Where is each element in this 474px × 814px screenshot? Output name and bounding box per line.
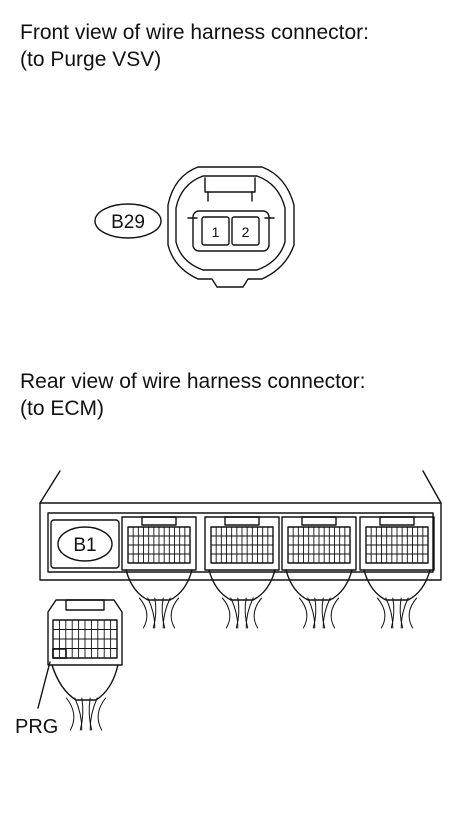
ecm-block-2 — [204, 516, 280, 629]
plug-harness — [51, 664, 119, 701]
ecm-block-wires — [221, 597, 263, 629]
ecm-block-1 — [121, 516, 197, 629]
ecm-block-harness — [285, 569, 353, 601]
front-view-title: Front view of wire harness connector: — [20, 21, 369, 44]
ecm-block-latch — [379, 516, 415, 526]
ecm-block-terminal-grid — [127, 526, 191, 564]
plug-housing — [47, 599, 123, 666]
connector-code-oval-b1 — [57, 526, 113, 562]
plug-terminal-grid — [52, 619, 118, 659]
rear-view-title: Rear view of wire harness connector: — [20, 370, 366, 393]
connector-inner-shell — [175, 175, 286, 271]
ecm-block-harness — [363, 569, 431, 601]
terminal-cavity — [192, 210, 270, 252]
connector-housing — [167, 166, 295, 288]
ecm-housing — [39, 470, 442, 581]
purge-vsv-connector: B29 1 2 — [94, 166, 295, 288]
ecm-block-terminal-grid — [365, 526, 429, 564]
plug-wires — [65, 697, 107, 731]
prg-leader-line — [37, 661, 51, 709]
ecm-inner-frame — [47, 512, 434, 573]
ecm-block-terminal-grid — [287, 526, 351, 564]
connector-code-box — [50, 519, 120, 569]
connector-code-b29: B29 — [111, 212, 145, 233]
detached-ecm-plug — [47, 599, 123, 731]
ecm-block-latch — [301, 516, 337, 526]
plug-latch — [65, 599, 105, 611]
pin-1-label: 1 — [212, 224, 220, 240]
ecm-block-wires — [138, 597, 180, 629]
front-view-subtitle: (to Purge VSV) — [20, 48, 162, 71]
ecm-block-4 — [359, 516, 435, 629]
rear-view-subtitle: (to ECM) — [20, 397, 104, 420]
pin-1-box — [201, 216, 230, 246]
ecm-block-3 — [281, 516, 357, 629]
ecm-block-harness — [208, 569, 276, 601]
terminal-label-prg: PRG — [15, 716, 58, 738]
pin-2-label: 2 — [242, 224, 250, 240]
ecm-block-wires — [376, 597, 418, 629]
ecm-block-wires — [298, 597, 340, 629]
ecm-block-harness — [125, 569, 193, 601]
connector-lock-tab — [204, 177, 256, 193]
connector-code-b1: B1 — [73, 535, 96, 556]
ecm-connector-blocks — [121, 516, 435, 629]
connector-code-oval — [94, 203, 162, 239]
ecm-block-latch — [141, 516, 177, 526]
prg-terminal — [52, 648, 67, 659]
ecm-connector-block: B1 PRG — [15, 470, 442, 738]
pin-2-box — [231, 216, 260, 246]
ecm-block-latch — [224, 516, 260, 526]
ecm-block-terminal-grid — [210, 526, 274, 564]
